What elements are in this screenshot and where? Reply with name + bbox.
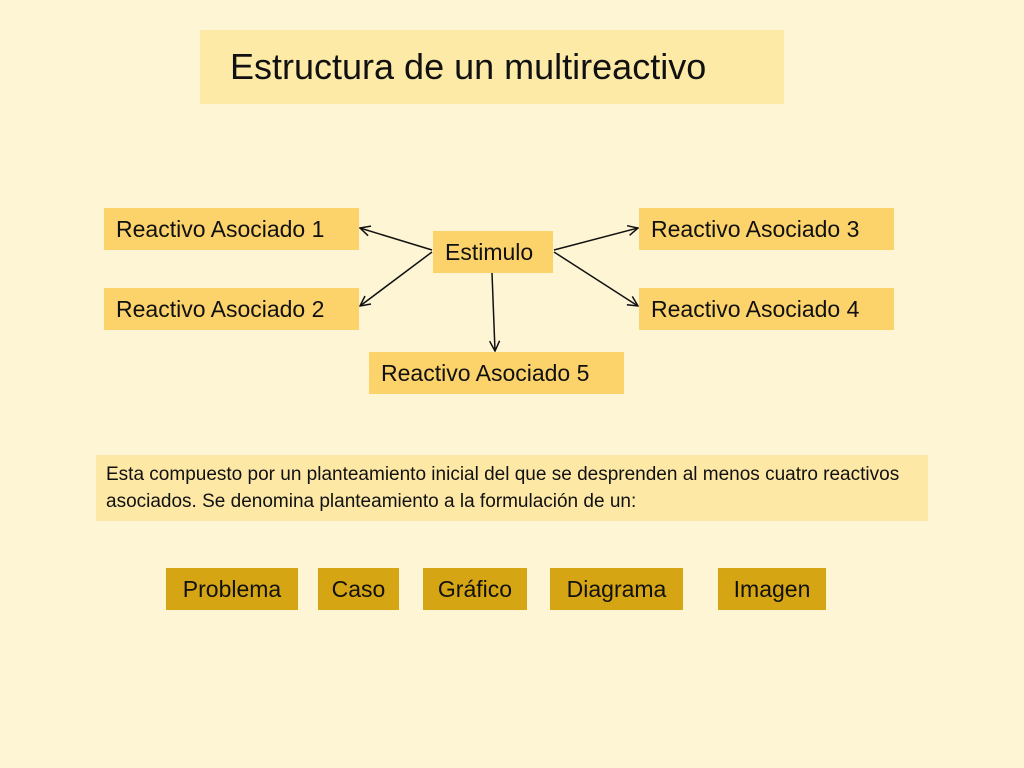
arrow-to-node-4 xyxy=(553,251,638,306)
node-reactivo-4: Reactivo Asociado 4 xyxy=(639,288,894,330)
description-text: Esta compuesto por un planteamiento inic… xyxy=(96,455,928,521)
option-caso: Caso xyxy=(318,568,399,610)
option-imagen: Imagen xyxy=(718,568,826,610)
node-reactivo-1: Reactivo Asociado 1 xyxy=(104,208,359,250)
arrow-to-node-5 xyxy=(492,272,495,351)
option-diagrama: Diagrama xyxy=(550,568,683,610)
arrow-to-node-2 xyxy=(360,251,433,306)
page-title: Estructura de un multireactivo xyxy=(200,30,784,104)
node-reactivo-2: Reactivo Asociado 2 xyxy=(104,288,359,330)
node-estimulo: Estimulo xyxy=(433,231,553,273)
arrow-to-node-1 xyxy=(360,228,433,251)
option-problema: Problema xyxy=(166,568,298,610)
node-reactivo-3: Reactivo Asociado 3 xyxy=(639,208,894,250)
node-reactivo-5: Reactivo Asociado 5 xyxy=(369,352,624,394)
option-grafico: Gráfico xyxy=(423,568,527,610)
arrow-to-node-3 xyxy=(553,228,638,251)
